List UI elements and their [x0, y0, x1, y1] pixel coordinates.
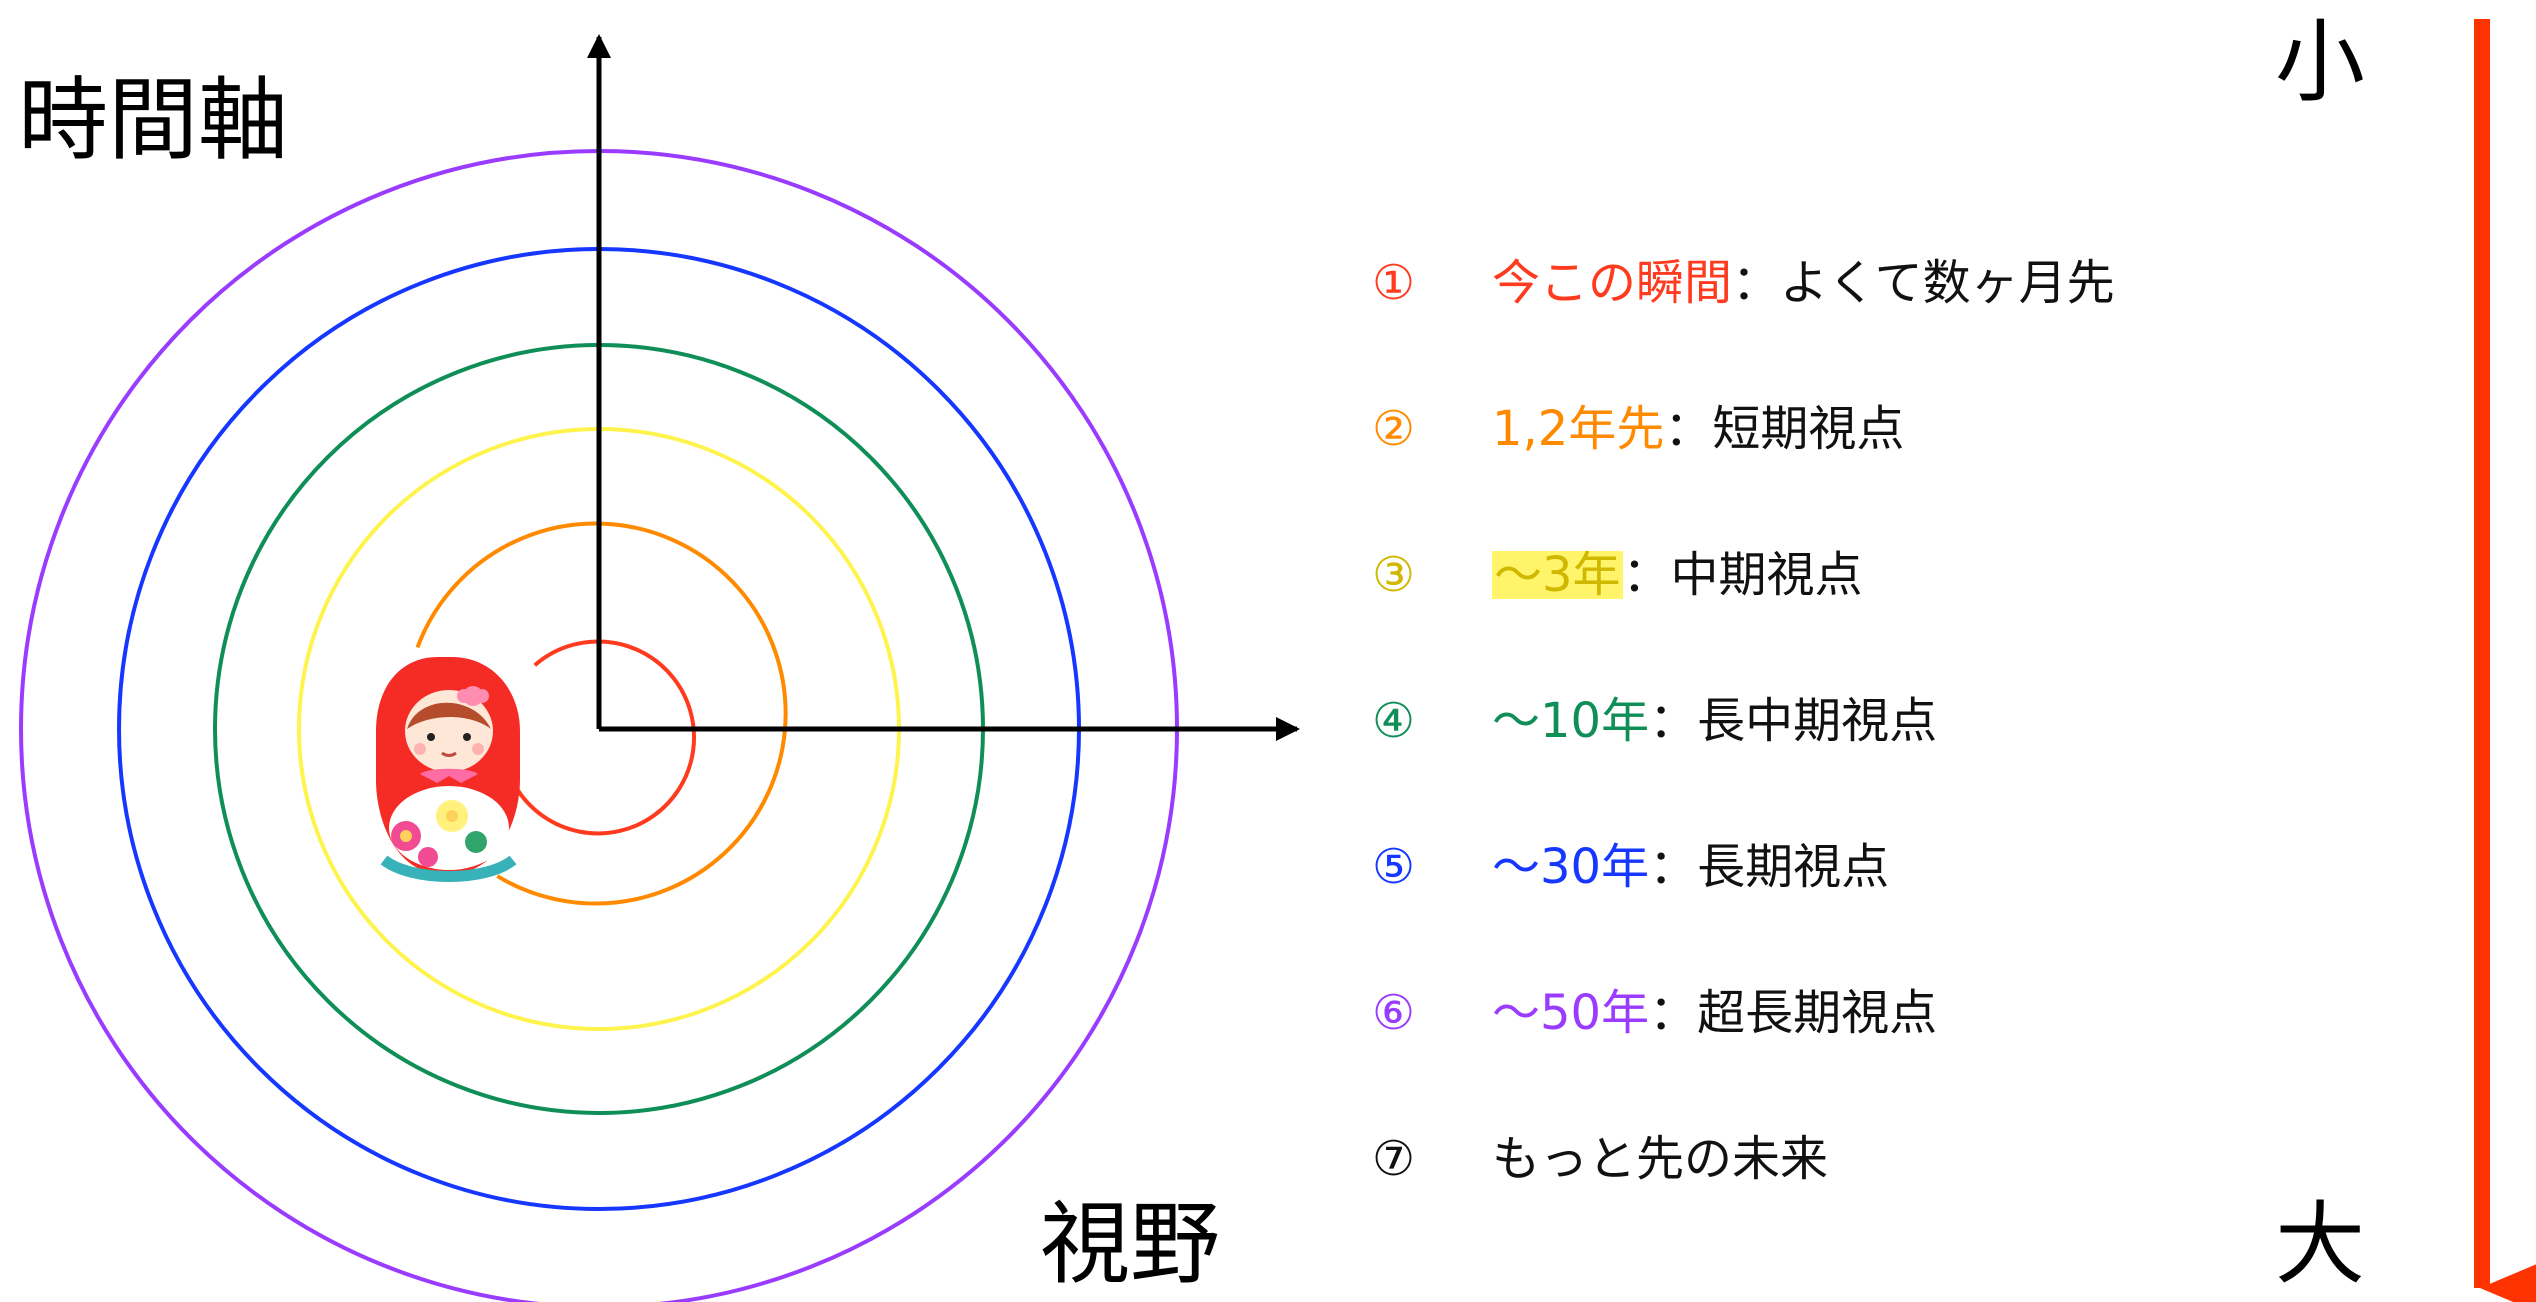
legend-number: ③	[1372, 547, 1416, 603]
legend-item: ① 今この瞬間 ：よくて数ヶ月先	[1372, 210, 2115, 356]
large-label: 大	[2275, 1192, 2365, 1297]
legend-item: ③ 〜3年 ：中期視点	[1372, 502, 2115, 648]
legend-term: 1,2年先	[1492, 401, 1665, 457]
legend-number: ⑤	[1372, 839, 1416, 895]
legend-item: ④ 〜10年 ：長中期視点	[1372, 648, 2115, 794]
legend-number: ⑥	[1372, 985, 1416, 1041]
legend-number: ②	[1372, 401, 1416, 457]
legend-number: ④	[1372, 693, 1416, 749]
ring-1	[515, 639, 696, 836]
matryoshka-doll-icon	[376, 657, 520, 882]
legend-term: 今この瞬間	[1492, 255, 1733, 311]
time-axis-label: 時間軸	[18, 68, 288, 173]
legend-term: 〜3年	[1492, 547, 1623, 603]
legend-description: ：長中期視点	[1649, 693, 1938, 749]
legend-item: ② 1,2年先 ：短期視点	[1372, 356, 2115, 502]
legend-description: ：超長期視点	[1649, 985, 1938, 1041]
small-label: 小	[2275, 10, 2365, 115]
legend-item: ⑤ 〜30年 ：長期視点	[1372, 794, 2115, 940]
ring-2	[415, 521, 788, 906]
legend-item: ⑦ もっと先の未来	[1372, 1086, 2115, 1232]
legend-description: ：長期視点	[1649, 839, 1890, 895]
legend-description: ：よくて数ヶ月先	[1732, 255, 2115, 311]
legend-description: ：中期視点	[1622, 547, 1863, 603]
legend-number: ①	[1372, 255, 1416, 311]
view-label: 視野	[1040, 1192, 1220, 1297]
time-horizon-legend: ① 今この瞬間 ：よくて数ヶ月先 ② 1,2年先 ：短期視点 ③ 〜3年 ：中期…	[1372, 210, 2115, 1232]
legend-number: ⑦	[1372, 1131, 1416, 1187]
legend-description: もっと先の未来	[1492, 1131, 1829, 1187]
legend-term: 〜10年	[1492, 693, 1650, 749]
legend-term: 〜30年	[1492, 839, 1650, 895]
legend-item: ⑥ 〜50年 ：超長期視点	[1372, 940, 2115, 1086]
legend-term: 〜50年	[1492, 985, 1650, 1041]
legend-description: ：短期視点	[1664, 401, 1905, 457]
